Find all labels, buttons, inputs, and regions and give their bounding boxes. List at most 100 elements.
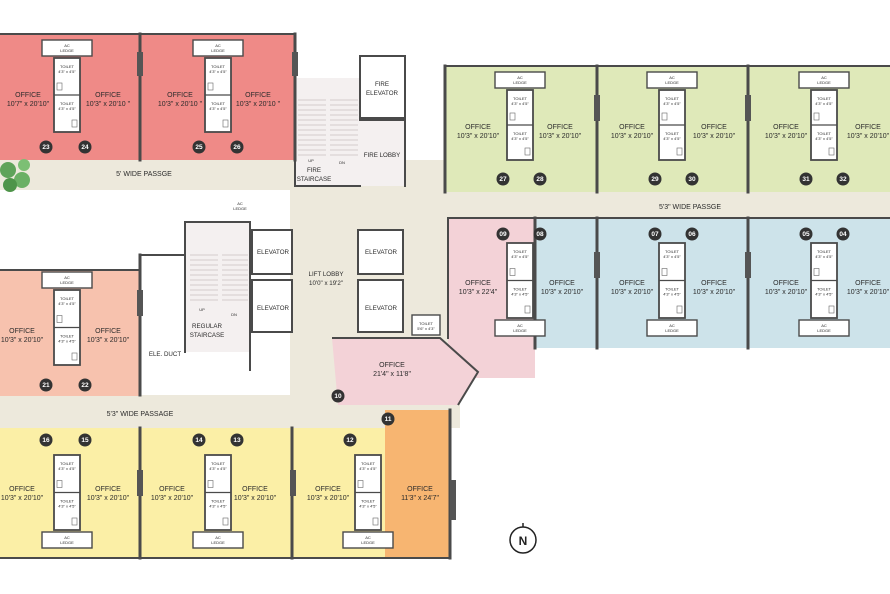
toilet-label: TOILET <box>817 249 831 254</box>
ledge-label: LEDGE <box>361 540 375 545</box>
elevator-label-2: ELEVATOR <box>257 305 290 312</box>
unit-badge-26: 26 <box>230 140 244 154</box>
toilet-label: TOILET <box>513 249 527 254</box>
toilet-dim: 4'3" x 4'5" <box>58 466 76 471</box>
ledge-label: LEDGE <box>513 328 527 333</box>
ac-label: AC <box>517 323 523 328</box>
office-label-04: OFFICE 10'3" x 20'10" <box>847 280 890 296</box>
unit-number: 13 <box>233 437 241 444</box>
toilet-dim: 4'3" x 4'5" <box>209 106 227 111</box>
ac-label: AC <box>669 323 675 328</box>
unit-badge-29: 29 <box>648 172 662 186</box>
fire-lobby-label: FIRE LOBBY <box>364 152 400 159</box>
unit-number: 23 <box>42 144 50 151</box>
zone-orange <box>385 410 450 558</box>
unit-badge-16: 16 <box>39 433 53 447</box>
elevator-label-4: ELEVATOR <box>365 305 398 312</box>
unit-badge-27: 27 <box>496 172 510 186</box>
toilet-dim: 4'3" x 4'5" <box>815 101 833 106</box>
office-dim: 10'7" x 20'10" <box>7 101 50 108</box>
office-dim: 10'3" x 20'10 " <box>86 101 131 108</box>
ac-label: AC <box>64 275 70 280</box>
toilet-dim: 4'3" x 4'5" <box>815 292 833 297</box>
unit-number: 22 <box>81 382 89 389</box>
office-dim: 10'3" x 20'10" <box>693 289 736 296</box>
reg-stair-up: UP <box>199 307 205 312</box>
toilet-dim: 4'3" x 4'5" <box>511 254 529 259</box>
office-dim: 11'3" x 24'7" <box>401 495 439 502</box>
elevator-shaft <box>251 229 293 275</box>
regular-staircase-label-1: REGULAR <box>192 323 222 330</box>
office-title: OFFICE <box>95 328 121 335</box>
ledge-label: LEDGE <box>60 48 74 53</box>
ac-label: AC <box>821 323 827 328</box>
toilet-label: TOILET <box>211 101 225 106</box>
office-title: OFFICE <box>15 92 41 99</box>
toilet-label: TOILET <box>60 101 74 106</box>
unit-badge-28: 28 <box>533 172 547 186</box>
tree-icon <box>3 178 17 192</box>
fire-staircase-label-2: STAIRCASE <box>297 176 332 183</box>
ledge-label: LEDGE <box>665 80 679 85</box>
toilet-label: TOILET <box>513 287 527 292</box>
elevator-shaft <box>357 229 404 275</box>
toilet-label: TOILET <box>211 499 225 504</box>
office-dim: 10'3" x 20'10" <box>847 289 890 296</box>
unit-badge-21: 21 <box>39 378 53 392</box>
toilet-dim: 4'3" x 4'5" <box>58 339 76 344</box>
toilet-label: TOILET <box>60 296 74 301</box>
toilet-label: TOILET <box>817 96 831 101</box>
toilet-dim: 4'3" x 4'5" <box>209 504 227 509</box>
tree-icon <box>18 159 30 171</box>
office-title: OFFICE <box>379 362 405 369</box>
toilet-label: TOILET <box>60 499 74 504</box>
toilet-dim: 4'3" x 4'5" <box>209 69 227 74</box>
ele-duct-label: ELE. DUCT <box>149 351 182 358</box>
fire-elevator-shaft <box>359 55 406 119</box>
office-title: OFFICE <box>855 124 881 131</box>
office10-toilet-label: TOILET <box>419 321 433 326</box>
passage-label-top-right: 5'3" WIDE PASSGE <box>659 204 721 211</box>
unit-number: 15 <box>81 437 89 444</box>
office-dim: 10'3" x 20'10" <box>307 495 350 502</box>
unit-number: 26 <box>233 144 241 151</box>
toilet-dim: 4'3" x 4'5" <box>663 136 681 141</box>
office-dim: 10'3" x 20'10" <box>151 495 194 502</box>
toilet-label: TOILET <box>665 96 679 101</box>
ac-label: AC <box>517 75 523 80</box>
office-dim: 10'3" x 20'10" <box>611 289 654 296</box>
unit-number: 05 <box>802 231 810 238</box>
unit-badge-23: 23 <box>39 140 53 154</box>
office-title: OFFICE <box>773 124 799 131</box>
unit-number: 30 <box>688 176 696 183</box>
fire-staircase-label-1: FIRE <box>307 167 321 174</box>
fire-lobby <box>360 120 405 186</box>
fire-stair <box>295 78 360 186</box>
tree-icon <box>14 172 30 188</box>
north-arrow: N <box>509 523 537 554</box>
unit-number: 32 <box>839 176 847 183</box>
office-title: OFFICE <box>245 92 271 99</box>
office-title: OFFICE <box>855 280 881 287</box>
unit-badge-14: 14 <box>192 433 206 447</box>
ledge-label: LEDGE <box>60 280 74 285</box>
toilet-dim: 4'3" x 4'5" <box>359 466 377 471</box>
tree-icon <box>0 162 16 178</box>
unit-badge-32: 32 <box>836 172 850 186</box>
